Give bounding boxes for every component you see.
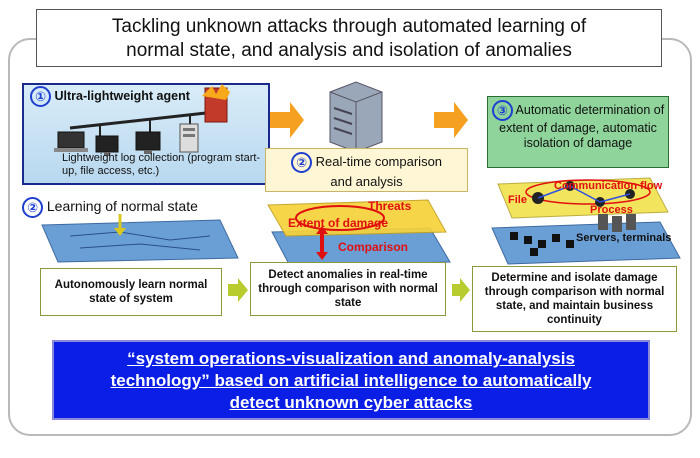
server-icon bbox=[179, 123, 199, 153]
agent-label: ① Ultra-lightweight agent bbox=[30, 86, 190, 107]
description-learn: Autonomously learn normal state of syste… bbox=[40, 268, 222, 316]
desktop-icon bbox=[95, 135, 119, 156]
realtime-line-2: and analysis bbox=[330, 174, 403, 189]
firewall-icon bbox=[202, 84, 230, 123]
title-line-1: Tackling unknown attacks through automat… bbox=[111, 16, 587, 37]
process-label: Process bbox=[590, 204, 633, 216]
monitor-icon bbox=[135, 131, 161, 154]
arrow-icon bbox=[270, 102, 304, 138]
agent-label-text: Ultra-lightweight agent bbox=[54, 88, 190, 103]
file-label: File bbox=[508, 194, 527, 206]
description-detect: Detect anomalies in real-time through co… bbox=[250, 262, 446, 316]
network-map-graphic bbox=[491, 177, 681, 265]
communication-flow-label: Communication flow bbox=[554, 180, 663, 192]
description-isolate: Determine and isolate damage through com… bbox=[472, 266, 677, 332]
title-line-2: normal state, and analysis and isolation… bbox=[126, 40, 572, 61]
banner-line-2: technology” based on artificial intellig… bbox=[110, 371, 592, 390]
realtime-line-1: Real-time comparison bbox=[315, 153, 443, 169]
extent-of-damage-label: Extent of damage bbox=[288, 216, 389, 230]
banner-line-3: detect unknown cyber attacks bbox=[229, 393, 473, 412]
laptop-icon bbox=[54, 131, 88, 152]
learning-map-graphic bbox=[41, 214, 239, 263]
arrow-icon bbox=[228, 278, 248, 302]
comparison-label: Comparison bbox=[338, 240, 409, 254]
technology-banner: “system operations-visualization and ano… bbox=[52, 340, 650, 420]
realtime-analysis-box: ② Real-time comparison and analysis bbox=[265, 148, 468, 192]
automatic-isolation-box: ③ Automatic determination of extent of d… bbox=[487, 96, 669, 168]
page-title: Tackling unknown attacks through automat… bbox=[36, 9, 662, 67]
arrow-icon bbox=[452, 278, 470, 302]
servers-terminals-label: Servers, terminals bbox=[576, 232, 672, 244]
step-number-1: ① bbox=[30, 86, 51, 107]
log-collection-label: Lightweight log collection (program star… bbox=[62, 152, 261, 177]
arrow-icon bbox=[434, 102, 468, 138]
step-number-2-learn: ② bbox=[22, 197, 43, 218]
learning-label: ② Learning of normal state bbox=[22, 197, 198, 218]
automatic-isolation-text: Automatic determination of extent of dam… bbox=[499, 102, 665, 150]
threats-label: Threats bbox=[368, 199, 412, 213]
banner-line-1: “system operations-visualization and ano… bbox=[127, 349, 575, 368]
server-rack-icon bbox=[329, 81, 383, 153]
learning-label-text: Learning of normal state bbox=[46, 198, 198, 215]
analysis-layers-graphic bbox=[267, 199, 451, 267]
step-number-2-realtime: ② bbox=[290, 152, 312, 173]
step-number-3: ③ bbox=[491, 100, 513, 121]
